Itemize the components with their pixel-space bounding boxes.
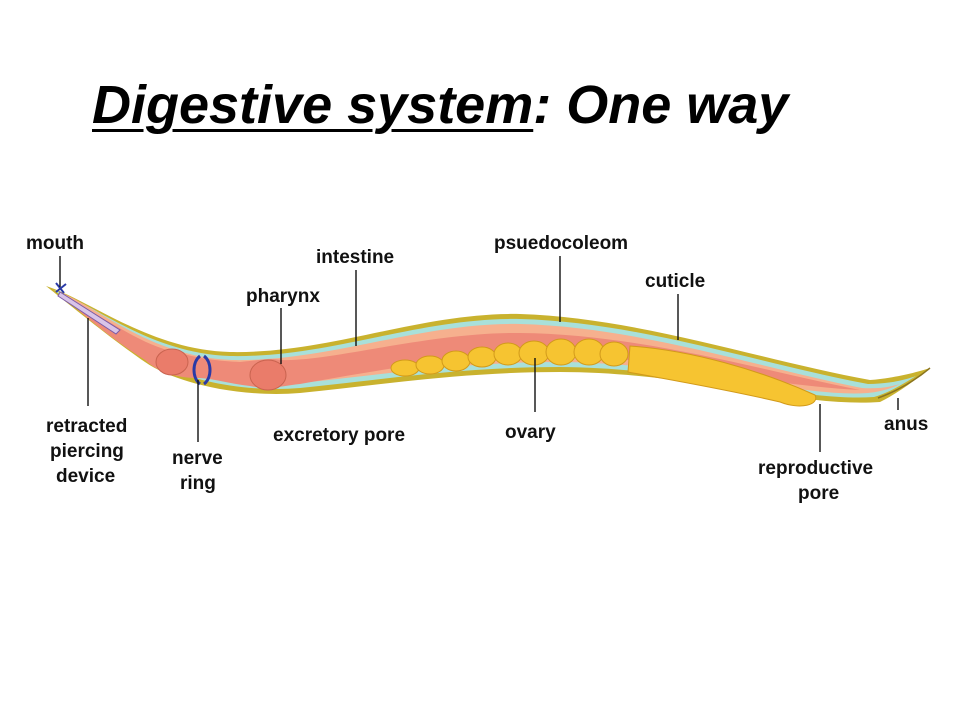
label-reproductive-1: reproductive bbox=[758, 458, 873, 479]
label-psuedocoleom: psuedocoleom bbox=[494, 233, 628, 254]
label-reproductive-2: pore bbox=[798, 483, 839, 504]
pharynx-terminal-bulb bbox=[249, 359, 287, 391]
label-ovary: ovary bbox=[505, 422, 556, 443]
label-nerve-1: nerve bbox=[172, 448, 223, 469]
label-cuticle: cuticle bbox=[645, 271, 705, 292]
title-underlined: Digestive system bbox=[92, 75, 534, 135]
label-intestine: intestine bbox=[316, 247, 394, 268]
mouth-marker bbox=[55, 282, 67, 294]
ovary bbox=[390, 338, 817, 407]
page-title: Digestive system: One way bbox=[92, 74, 788, 136]
label-nerve-2: ring bbox=[180, 473, 216, 494]
label-anus: anus bbox=[884, 414, 928, 435]
label-retracted-2: piercing bbox=[50, 441, 124, 462]
label-pharynx: pharynx bbox=[246, 286, 320, 307]
title-rest: : One way bbox=[533, 75, 789, 135]
pharynx-anterior-bulb bbox=[155, 348, 189, 376]
label-excretory-pore: excretory pore bbox=[273, 425, 405, 446]
stylet bbox=[57, 291, 121, 335]
tail-tip bbox=[877, 367, 931, 399]
label-retracted-3: device bbox=[56, 466, 115, 487]
label-retracted-1: retracted bbox=[46, 416, 127, 437]
label-mouth: mouth bbox=[26, 233, 84, 254]
